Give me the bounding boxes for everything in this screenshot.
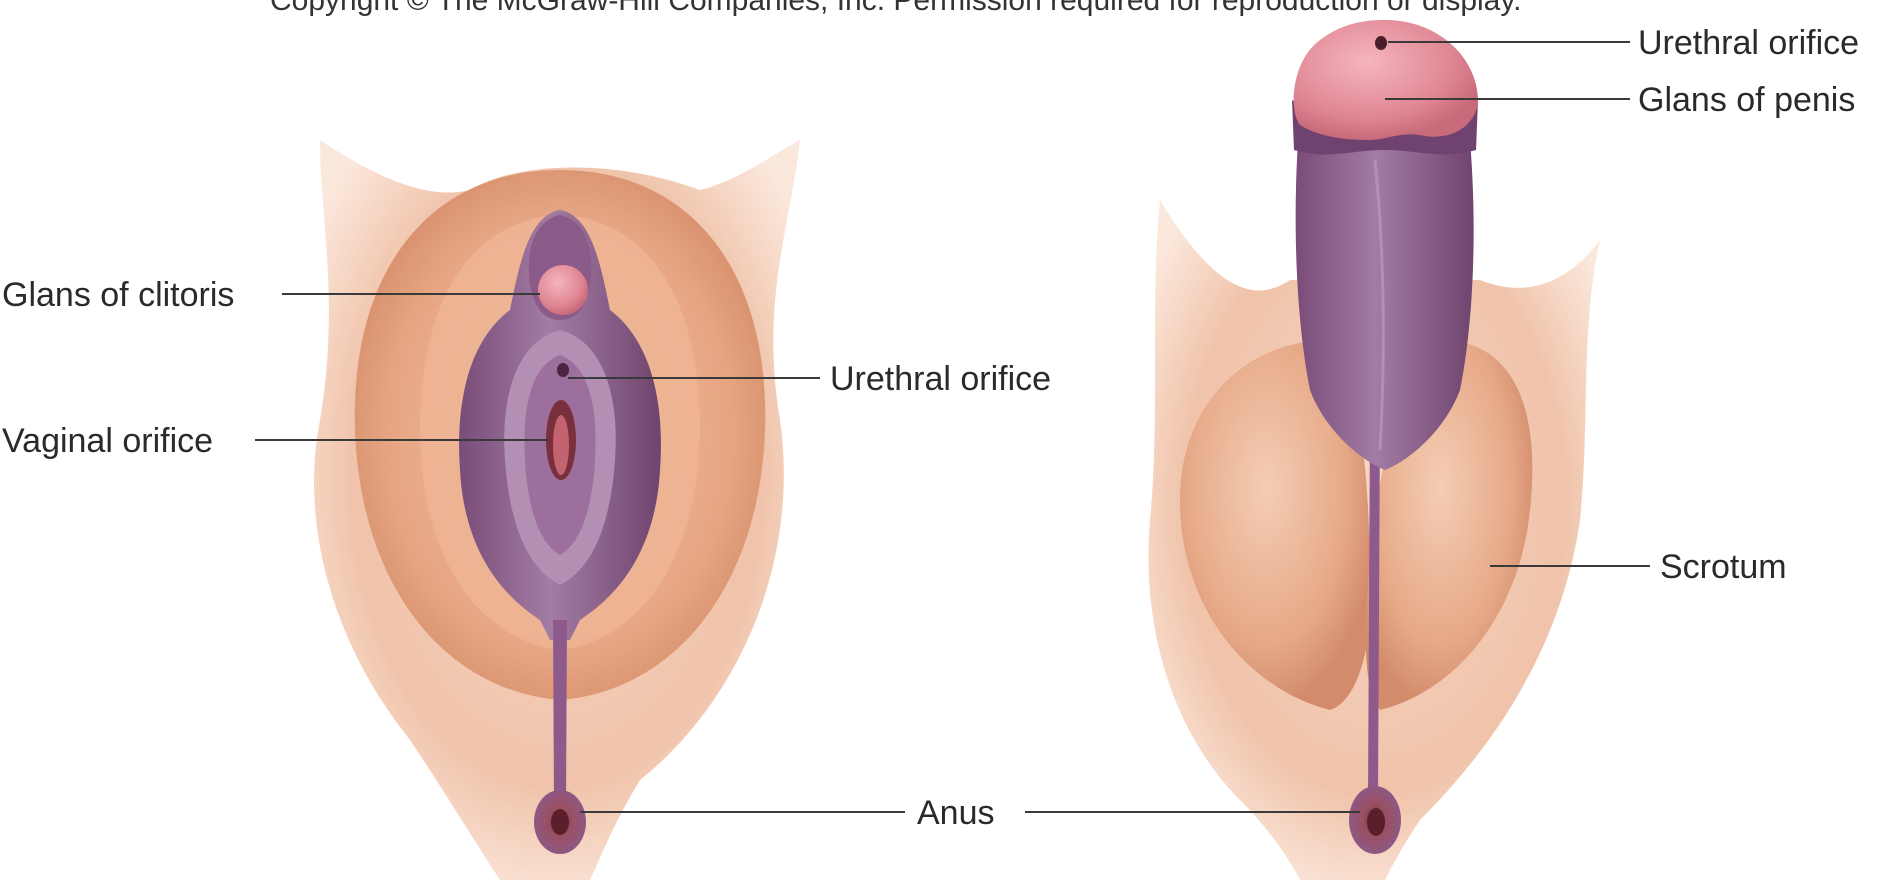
label-female-urethral-orifice: Urethral orifice <box>830 360 1051 398</box>
male-anus-center <box>1367 808 1385 836</box>
male-external-genitalia <box>1148 20 1600 880</box>
male-raphe <box>1368 420 1380 800</box>
label-anus: Anus <box>917 794 995 832</box>
label-scrotum: Scrotum <box>1660 548 1787 586</box>
label-male-urethral-orifice: Urethral orifice <box>1638 24 1859 62</box>
label-vaginal-orifice: Vaginal orifice <box>2 422 213 460</box>
vaginal-orifice-inner <box>553 415 569 475</box>
female-perineum <box>553 620 567 805</box>
male-urethral-orifice <box>1375 36 1387 50</box>
female-external-genitalia <box>314 140 800 880</box>
female-urethral-orifice <box>557 363 569 377</box>
copyright-header: Copyright © The McGraw-Hill Companies, I… <box>270 0 1521 17</box>
glans-of-clitoris <box>538 265 588 315</box>
glans-of-penis <box>1294 20 1478 140</box>
female-anus-center <box>551 809 569 835</box>
label-glans-of-penis: Glans of penis <box>1638 81 1855 119</box>
label-glans-of-clitoris: Glans of clitoris <box>2 276 234 314</box>
